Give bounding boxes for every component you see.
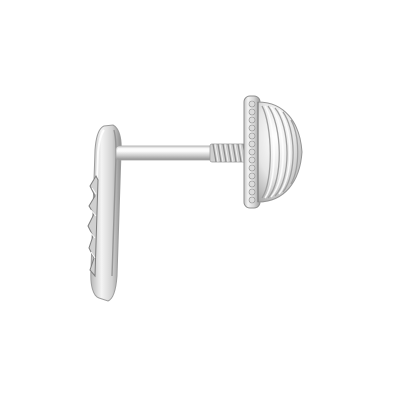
screw-back-nut-icon: [243, 95, 303, 209]
beaded-rim: [248, 100, 256, 204]
screw-thread-icon: [209, 143, 249, 163]
earring-post-icon: [115, 145, 217, 161]
engraved-detail: [87, 174, 99, 278]
